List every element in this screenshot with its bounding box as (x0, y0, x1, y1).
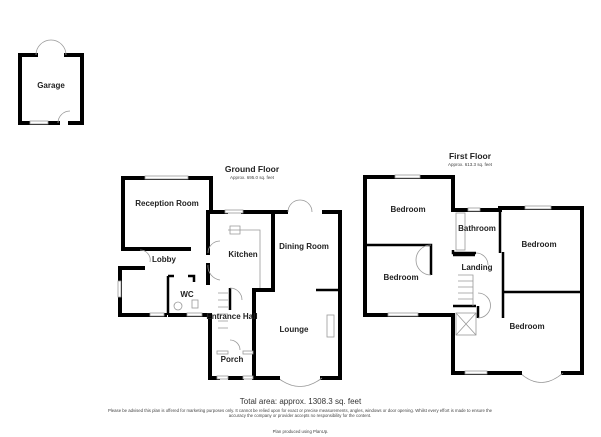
ground-floor-plan: Ground Floor Approx. 695.0 sq. feet Rece… (117, 164, 342, 387)
first-floor-area: Approx. 613.3 sq. feet (448, 162, 493, 167)
ground-floor-area: Approx. 695.0 sq. feet (230, 175, 275, 180)
disclaimer: Please be advised this plan is offered f… (107, 408, 493, 418)
room-label-dining: Dining Room (279, 242, 329, 251)
first-floor-title: First Floor (449, 151, 492, 161)
room-label-bedroom-1: Bedroom (390, 205, 425, 214)
total-area: Total area: approx. 1308.3 sq. feet (239, 397, 362, 406)
room-label-lounge: Lounge (280, 325, 309, 334)
room-label-bedroom-2: Bedroom (521, 240, 556, 249)
room-label-landing: Landing (461, 263, 492, 272)
room-label-bathroom: Bathroom (458, 224, 496, 233)
room-label-garage: Garage (37, 81, 65, 90)
room-label-entrance-hall: Entrance Hall (206, 312, 257, 321)
room-label-reception: Reception Room (135, 199, 199, 208)
room-label-bedroom-3: Bedroom (383, 273, 418, 282)
room-label-kitchen: Kitchen (228, 250, 257, 259)
room-label-wc: WC (180, 290, 194, 299)
first-floor-plan: First Floor Approx. 613.3 sq. feet Bedro… (363, 151, 584, 383)
room-label-porch: Porch (221, 355, 244, 364)
room-label-lobby: Lobby (152, 255, 177, 264)
credit: Plan produced using PlanUp. (272, 429, 329, 434)
room-label-bedroom-4: Bedroom (509, 322, 544, 331)
garage-plan: Garage (18, 39, 84, 125)
ground-floor-title: Ground Floor (225, 164, 280, 174)
